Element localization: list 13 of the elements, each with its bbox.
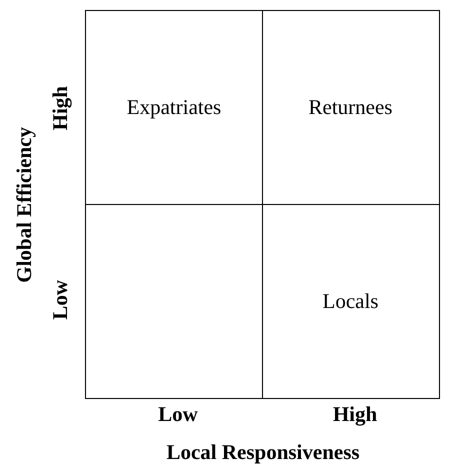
cell-label: Returnees: [308, 95, 392, 120]
axis-tick-label: High: [48, 86, 72, 130]
axis-tick-label: High: [332, 402, 378, 426]
matrix-cell: [85, 10, 263, 205]
cell-label: Expatriates: [126, 95, 222, 120]
axis-tick-label: Low: [158, 402, 198, 426]
cell-label: Locals: [322, 288, 378, 314]
matrix-cell: [262, 204, 440, 398]
matrix-cell: [262, 10, 440, 205]
axis-title: Global Efficiency: [12, 127, 36, 283]
matrix-cell: [85, 204, 263, 398]
axis-title: Local Responsiveness: [166, 440, 360, 464]
axis-tick-label: Low: [48, 280, 72, 320]
